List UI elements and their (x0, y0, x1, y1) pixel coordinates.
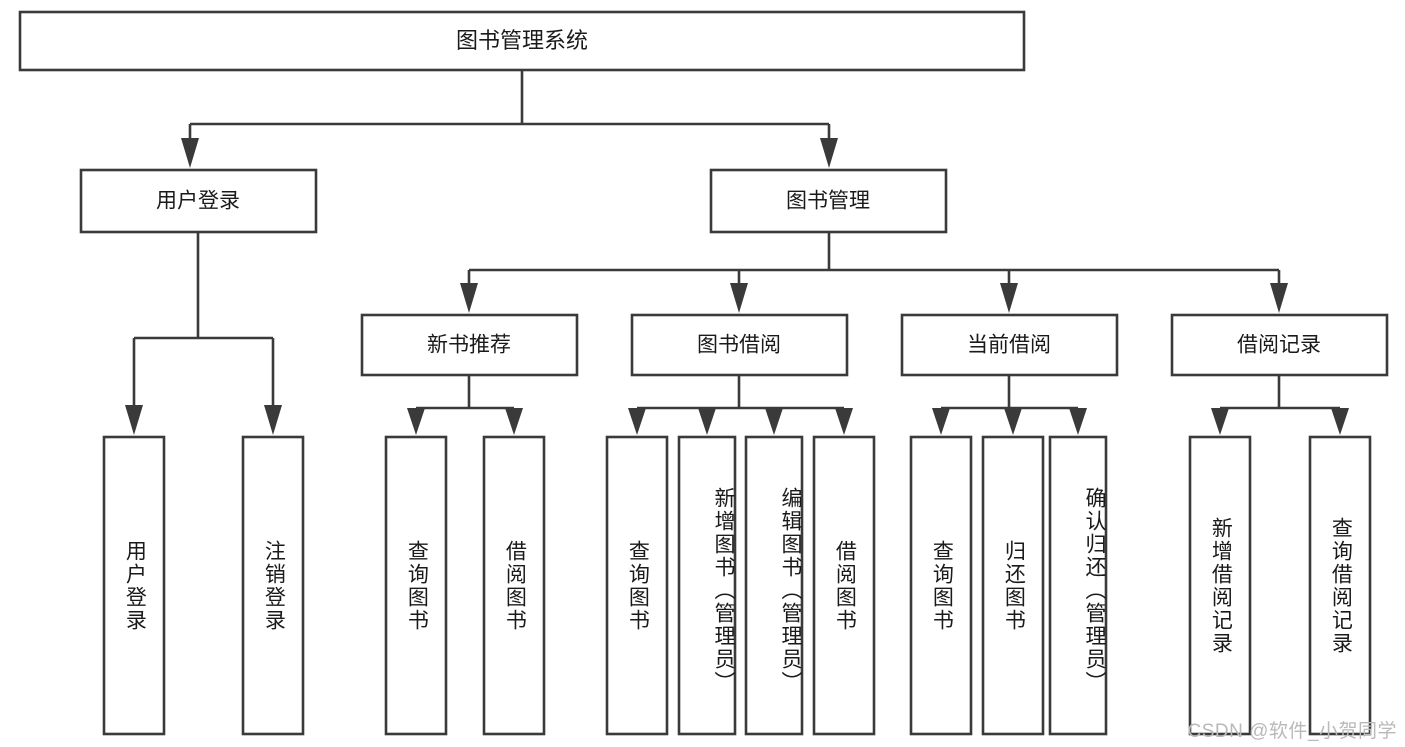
node-new-book-recommend-label: 新书推荐 (427, 334, 511, 357)
node-current-borrow-label: 当前借阅 (967, 334, 1051, 357)
arrow-head-icon (264, 405, 282, 435)
arrow-head-icon (628, 408, 646, 435)
connector-borrowrecord-to-leaves (1211, 375, 1349, 435)
arrow-head-icon (820, 138, 838, 168)
node-current-borrow-box[interactable] (900, 313, 1119, 377)
arrow-head-icon (181, 138, 199, 168)
leaf-logout-box[interactable] (241, 435, 305, 736)
arrow-head-icon (1004, 408, 1022, 435)
arrow-head-icon (698, 408, 716, 435)
arrow-head-icon (932, 408, 950, 435)
leaf-borrow-book-2-box[interactable] (812, 435, 876, 736)
arrow-head-icon (1211, 408, 1229, 435)
arrow-head-icon (1069, 408, 1087, 435)
arrow-head-icon (1331, 408, 1349, 435)
node-new-book-recommend[interactable]: 新书推荐 (360, 313, 579, 377)
node-user-login[interactable]: 用户登录 (79, 168, 318, 234)
arrow-head-icon (460, 283, 478, 313)
connector-root-to-level1 (181, 70, 838, 168)
arrow-head-icon (125, 405, 143, 435)
node-current-borrow[interactable]: 当前借阅 (900, 313, 1119, 377)
leaf-query-book-1-box[interactable] (384, 435, 448, 736)
node-new-book-recommend-box[interactable] (360, 313, 579, 377)
node-book-manage-box[interactable] (709, 168, 948, 234)
leaf-boxes-group (102, 435, 1372, 736)
leaf-query-record-box[interactable] (1308, 435, 1372, 736)
connector-bookborrow-to-leaves (628, 375, 853, 435)
leaf-return-book-box[interactable] (981, 435, 1045, 736)
leaf-query-book-2-box[interactable] (605, 435, 669, 736)
leaf-user-login-box[interactable] (102, 435, 166, 736)
leaf-edit-book-box[interactable] (744, 435, 804, 736)
leaf-add-record-box[interactable] (1188, 435, 1252, 736)
connector-newbook-to-leaves (407, 375, 523, 435)
node-borrow-record-box[interactable] (1170, 313, 1389, 377)
arrow-head-icon (835, 408, 853, 435)
arrow-head-icon (730, 283, 748, 313)
node-root[interactable]: 图书管理系统 (18, 10, 1026, 72)
leaf-confirm-return-box[interactable] (1048, 435, 1108, 736)
node-borrow-record[interactable]: 借阅记录 (1170, 313, 1389, 377)
node-book-borrow-label: 图书借阅 (697, 334, 781, 357)
connector-userlogin-to-leaves (125, 232, 282, 435)
arrow-head-icon (505, 408, 523, 435)
arrow-head-icon (1000, 283, 1018, 313)
node-borrow-record-label: 借阅记录 (1237, 334, 1321, 357)
node-book-borrow[interactable]: 图书借阅 (630, 313, 849, 377)
node-book-borrow-box[interactable] (630, 313, 849, 377)
arrow-head-icon (1270, 283, 1288, 313)
leaf-borrow-book-1-box[interactable] (482, 435, 546, 736)
node-root-box[interactable] (18, 10, 1026, 72)
node-user-login-label: 用户登录 (156, 190, 240, 213)
connector-currentborrow-to-leaves (932, 375, 1087, 435)
leaf-query-book-3-box[interactable] (909, 435, 973, 736)
connector-bookmanage-to-level2 (460, 232, 1288, 313)
csdn-watermark: CSDN @软件_小贺同学 (1187, 721, 1397, 742)
node-user-login-box[interactable] (79, 168, 318, 234)
node-root-label: 图书管理系统 (456, 28, 588, 53)
arrow-head-icon (407, 408, 425, 435)
arrow-head-icon (765, 408, 783, 435)
leaf-add-book-box[interactable] (677, 435, 737, 736)
node-book-manage[interactable]: 图书管理 (709, 168, 948, 234)
node-book-manage-label: 图书管理 (786, 190, 870, 213)
